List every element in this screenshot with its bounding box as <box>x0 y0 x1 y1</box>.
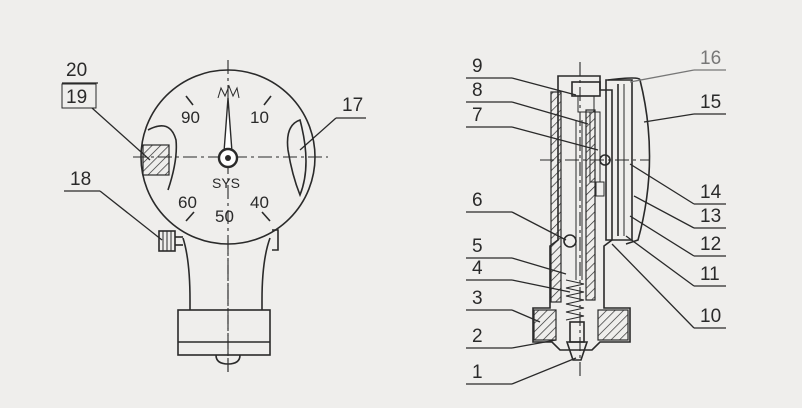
callout-16-leader <box>629 69 695 83</box>
callout-14: 14 <box>700 182 722 203</box>
callout-3: 3 <box>472 288 483 309</box>
plunger <box>569 321 585 343</box>
callout-17: 17 <box>342 95 363 116</box>
dial-window-right <box>286 118 307 198</box>
callout-11: 11 <box>700 264 720 285</box>
callout-14-leader <box>629 163 695 205</box>
tick-10 <box>263 95 272 106</box>
callout-5: 5 <box>472 236 483 257</box>
callout-9: 9 <box>472 56 483 77</box>
brand-logo <box>217 84 240 99</box>
left-wall-hatch <box>550 91 562 303</box>
scale-label-90: 90 <box>181 108 200 127</box>
scale-label-60: 60 <box>178 193 197 212</box>
scale-label-10: 10 <box>250 108 269 127</box>
callout-16: 16 <box>700 48 721 69</box>
callout-15-leader <box>643 113 695 123</box>
callout-17-leader <box>299 117 337 151</box>
tick-40 <box>261 211 271 222</box>
callout-13: 13 <box>700 206 721 227</box>
callout-8: 8 <box>472 80 483 101</box>
indenter <box>565 341 589 361</box>
spring <box>565 279 585 321</box>
brand-text: SYS <box>212 175 240 191</box>
callout-5-leader <box>511 257 567 275</box>
callout-9-leader <box>511 77 577 96</box>
tick-60 <box>185 211 195 222</box>
tick-90 <box>185 95 194 106</box>
callout-7-leader <box>511 126 599 151</box>
callout-19-leader <box>91 107 151 161</box>
callout-11-leader <box>625 235 695 287</box>
callout-1: 1 <box>472 362 483 383</box>
callout-12-leader <box>629 215 695 257</box>
stem-body <box>182 237 271 310</box>
callout-6: 6 <box>472 190 483 211</box>
callout-4: 4 <box>472 258 483 279</box>
callout-2-leader <box>511 339 557 349</box>
callout-12: 12 <box>700 234 721 255</box>
stop-block <box>595 181 605 197</box>
body-outline <box>532 75 631 351</box>
rack <box>589 111 601 183</box>
callout-19: 19 <box>66 87 87 108</box>
callout-3-leader <box>511 309 541 323</box>
callout-18: 18 <box>70 169 91 190</box>
top-block <box>577 95 595 113</box>
pointer-pin <box>225 155 231 161</box>
callout-6-leader <box>511 211 567 241</box>
inner-wall-hatch <box>585 109 596 301</box>
hatched-block <box>142 144 170 176</box>
crystal <box>607 77 651 245</box>
section-view: 9 8 7 6 5 4 3 2 1 16 15 14 <box>466 48 726 385</box>
callout-20: 20 <box>66 60 87 81</box>
callout-15: 15 <box>700 92 721 113</box>
base-block <box>177 309 271 356</box>
base-right-hatch <box>597 309 629 341</box>
front-view: 90 10 60 50 40 SYS 20 19 17 <box>61 60 366 372</box>
callout-4-leader <box>511 279 571 293</box>
indenter-tip <box>215 354 241 365</box>
callout-1-leader <box>511 357 577 385</box>
callout-7: 7 <box>472 105 483 126</box>
scale-label-50: 50 <box>215 207 234 226</box>
callout-13-leader <box>633 195 695 229</box>
adjusting-screw <box>158 230 183 252</box>
callout-10: 10 <box>700 306 721 327</box>
base-left-hatch <box>533 309 557 341</box>
dial-bezel-left <box>147 124 178 191</box>
callout-18-leader <box>99 190 163 241</box>
callout-8-leader <box>511 101 589 125</box>
dial-pointer <box>223 97 233 153</box>
callout-19-box <box>61 83 97 109</box>
scale-label-40: 40 <box>250 193 269 212</box>
ball <box>563 234 577 248</box>
top-cap <box>571 81 601 97</box>
right-boss <box>272 229 279 251</box>
callout-2: 2 <box>472 326 483 347</box>
callout-10-leader <box>611 243 695 329</box>
